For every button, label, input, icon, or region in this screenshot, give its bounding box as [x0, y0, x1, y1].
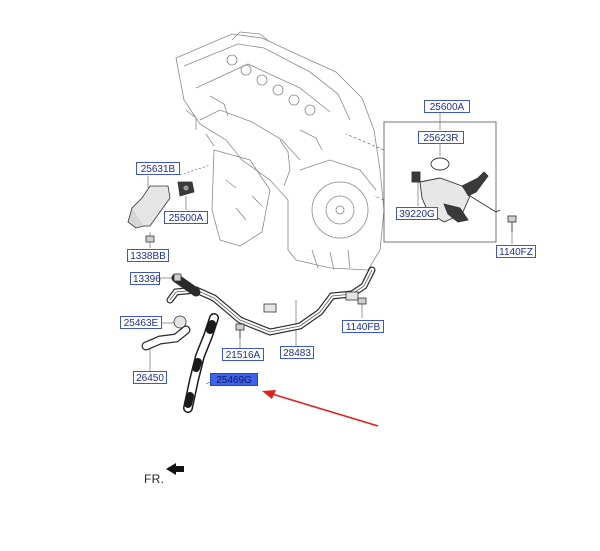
callout-25469g-highlighted[interactable]: 25469G — [210, 373, 258, 386]
callout-28483[interactable]: 28483 — [280, 346, 314, 359]
bolt-drawings — [173, 273, 367, 338]
outlet-pipe-drawing — [127, 181, 195, 243]
engine-block-drawing — [175, 31, 385, 271]
assembly-box — [383, 121, 497, 243]
callout-25500a[interactable]: 25500A — [164, 211, 208, 224]
callout-1140fb[interactable]: 1140FB — [342, 320, 384, 333]
callout-25600a[interactable]: 25600A — [424, 100, 470, 113]
callout-1140fz[interactable]: 1140FZ — [496, 245, 536, 258]
front-direction-label: FR. — [144, 472, 165, 486]
callout-13396[interactable]: 13396 — [130, 272, 161, 285]
front-direction-icon — [166, 463, 184, 475]
callout-25631b[interactable]: 25631B — [136, 162, 180, 175]
callout-21516a[interactable]: 21516A — [222, 348, 264, 361]
hose-25469g-drawing — [183, 313, 219, 413]
hose-26450-drawing — [141, 315, 191, 351]
callout-25463e[interactable]: 25463E — [120, 316, 162, 329]
callout-26450[interactable]: 26450 — [133, 371, 167, 384]
callout-39220g[interactable]: 39220G — [396, 207, 438, 220]
callout-25623r[interactable]: 25623R — [418, 131, 464, 144]
callout-1338bb[interactable]: 1338BB — [127, 249, 169, 262]
highlight-arrow — [262, 390, 379, 427]
bolt-1140fz-drawing — [507, 215, 517, 232]
